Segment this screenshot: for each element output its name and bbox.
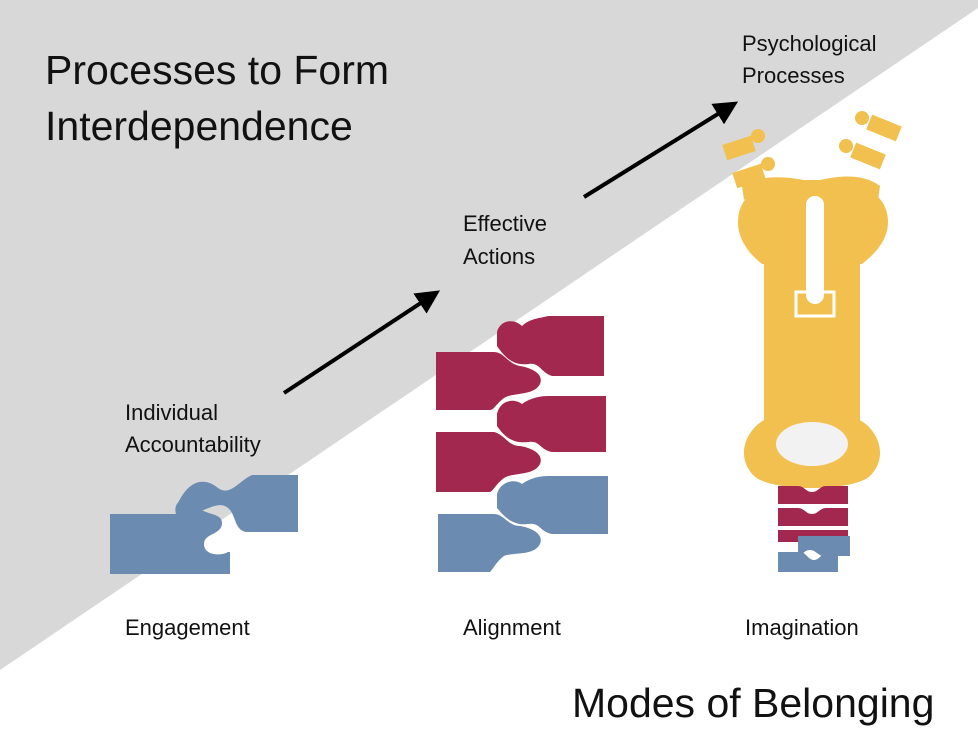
zipper-icon (722, 111, 902, 572)
title-bottom: Modes of Belonging (572, 680, 935, 726)
label-imagination: Imagination (745, 615, 859, 640)
arrow-icon (582, 101, 739, 199)
arrow-icon (282, 290, 441, 395)
label-psychological: Psychological (742, 31, 877, 56)
label-effective: Effective (463, 211, 547, 236)
title-top-line-2: Interdependence (45, 103, 353, 149)
label-individual: Individual (125, 400, 218, 425)
puzzle-pieces-icon (110, 475, 298, 574)
label-processes: Processes (742, 63, 845, 88)
title-top-line-1: Processes to Form (45, 47, 390, 93)
stacked-puzzle-icon (436, 316, 608, 572)
label-accountability: Accountability (125, 432, 261, 457)
label-engagement: Engagement (125, 615, 250, 640)
label-actions: Actions (463, 244, 536, 269)
label-alignment: Alignment (463, 615, 561, 640)
